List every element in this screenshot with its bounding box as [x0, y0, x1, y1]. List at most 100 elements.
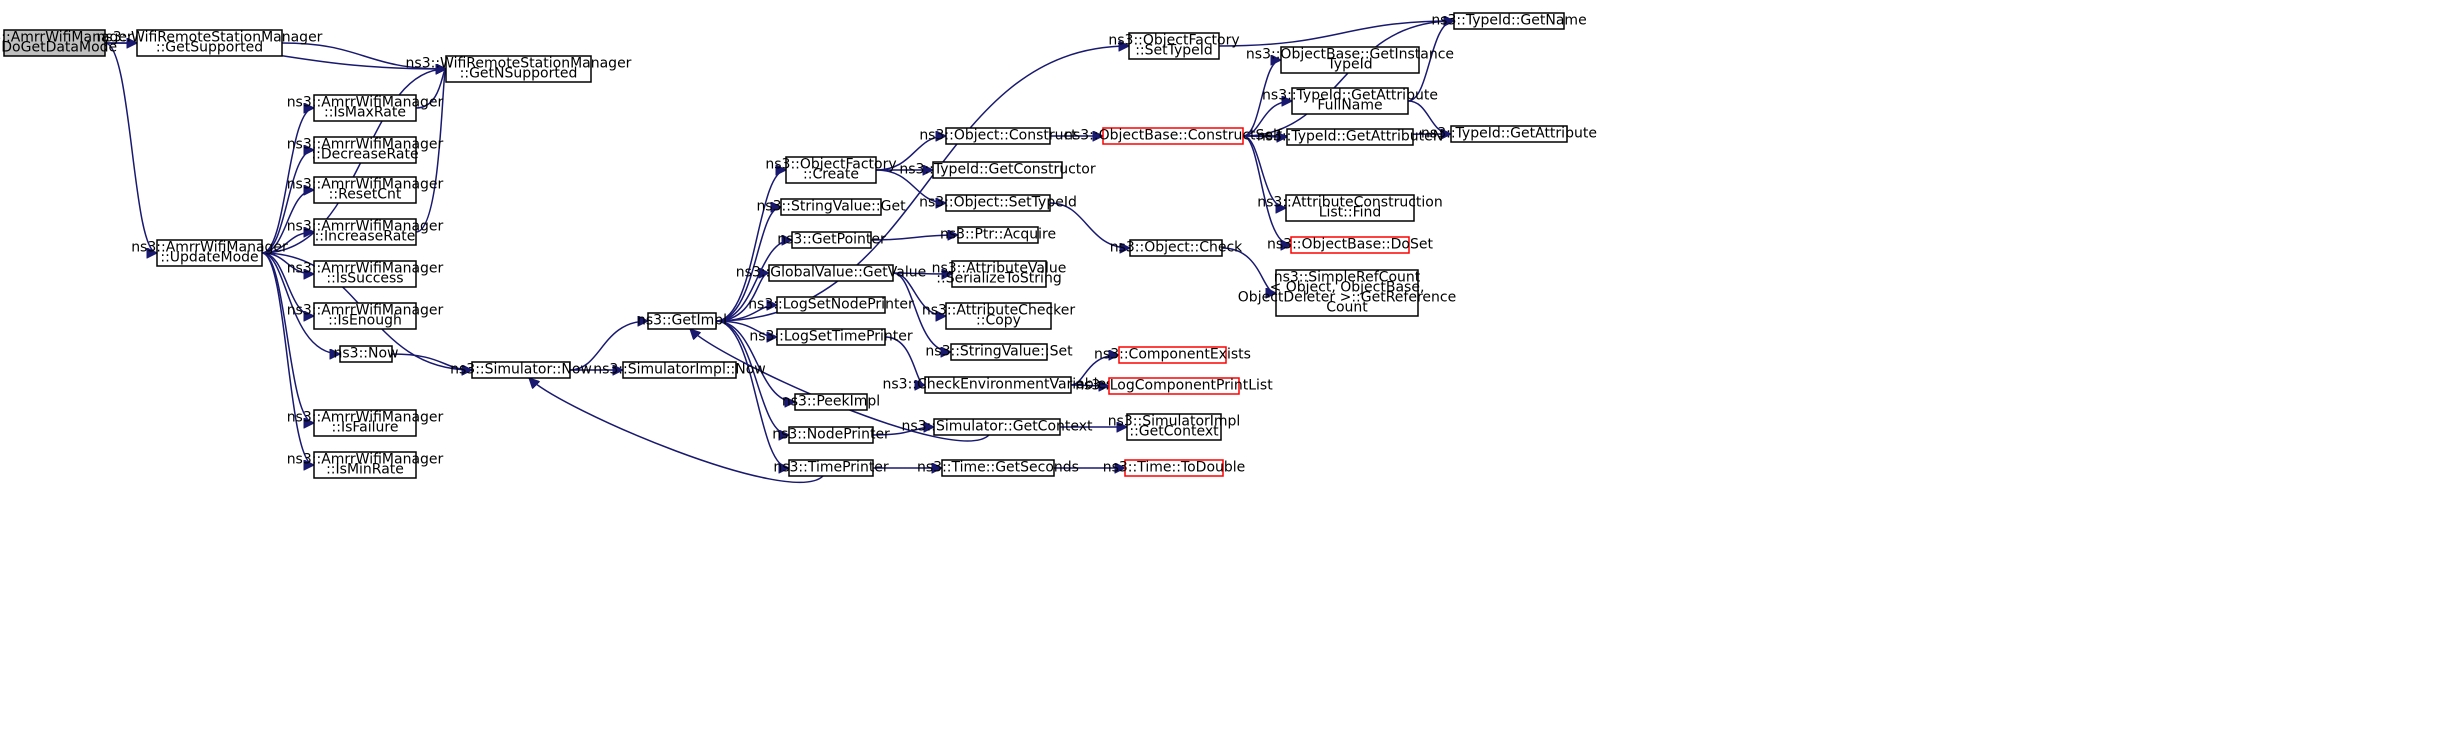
node-timetodouble[interactable]: ns3::Time::ToDouble	[1103, 459, 1246, 477]
node-objectcheck[interactable]: ns3::Object::Check	[1110, 239, 1243, 257]
node-box	[3, 29, 106, 57]
edge-checkenvvars-to-componentexists	[1070, 355, 1119, 386]
node-label: ns3::AttributeConstruction	[1257, 195, 1442, 211]
node-label: ns3::CheckEnvironmentVariables	[883, 377, 1114, 393]
node-label: ::IsEnough	[328, 313, 402, 329]
node-label: ns3::Object::Check	[1110, 240, 1243, 256]
node-label: ns3::AmrrWifiManager	[287, 452, 444, 468]
node-isenough[interactable]: ns3::AmrrWifiManager::IsEnough	[287, 302, 444, 330]
node-stringvalueset[interactable]: ns3::StringValue::Set	[925, 343, 1073, 361]
node-isminrate[interactable]: ns3::AmrrWifiManager::IsMinRate	[287, 451, 444, 479]
node-timeprinter[interactable]: ns3::TimePrinter	[773, 459, 889, 477]
node-dogetdatamode[interactable]: ns3::AmrrWifiManager::DoGetDataMode	[0, 29, 133, 57]
node-increaserate[interactable]: ns3::AmrrWifiManager::IncreaseRate	[287, 218, 444, 246]
node-label: ns3::AmrrWifiManager	[287, 177, 444, 193]
node-logcomponentprintlist[interactable]: ns3::LogComponentPrintList	[1075, 377, 1273, 395]
node-logsetnodeprinter[interactable]: ns3::LogSetNodePrinter	[748, 296, 914, 314]
node-box	[1280, 46, 1420, 74]
node-label: ns3::TypeId::GetName	[1431, 13, 1586, 29]
edge-timeprinter-to-simnow	[529, 378, 824, 483]
node-timegetseconds[interactable]: ns3::Time::GetSeconds	[917, 459, 1079, 477]
node-ofcreate[interactable]: ns3::ObjectFactory::Create	[765, 156, 897, 184]
node-label: ns3::GlobalValue::GetValue	[736, 265, 926, 281]
node-box	[776, 328, 886, 346]
node-resetcnt[interactable]: ns3::AmrrWifiManager::ResetCnt	[287, 176, 444, 204]
node-label: ::GetSupported	[156, 40, 263, 56]
node-peekimpl[interactable]: ns3::PeekImpl	[782, 393, 880, 411]
node-label: ns3::WifiRemoteStationManager	[406, 56, 632, 72]
node-getnsupported[interactable]: ns3::WifiRemoteStationManager::GetNSuppo…	[406, 55, 632, 83]
node-label: ns3::ObjectBase::GetInstance	[1246, 47, 1454, 63]
node-serializetostring[interactable]: ns3::AttributeValue::SerializeToString	[932, 260, 1067, 288]
node-box	[785, 156, 877, 184]
node-logsettimeprinter[interactable]: ns3::LogSetTimePrinter	[749, 328, 913, 346]
node-label: ns3::StringValue::Get	[756, 199, 906, 215]
node-simgetcontext[interactable]: ns3::Simulator::GetContext	[901, 418, 1093, 436]
edge-checkenvvars-to-logcomponentprintlist	[1070, 385, 1109, 386]
node-objectsettypeid[interactable]: ns3::Object::SetTypeId	[919, 194, 1077, 212]
node-label: < Object, ObjectBase,	[1270, 280, 1425, 296]
edge-getpointer-to-ptracquire	[870, 235, 958, 241]
node-label: ns3::Time::GetSeconds	[917, 460, 1079, 476]
node-label: ns3::AmrrWifiManager	[131, 240, 288, 256]
node-box	[313, 176, 417, 204]
node-simnow[interactable]: ns3::Simulator::Now	[450, 361, 592, 379]
node-ismaxrate[interactable]: ns3::AmrrWifiManager::IsMaxRate	[287, 94, 444, 122]
node-label: ns3::PeekImpl	[782, 394, 880, 410]
node-label: ns3::Time::ToDouble	[1103, 460, 1246, 476]
edge-constructself-to-getinstancetypeid	[1242, 60, 1282, 137]
node-box	[924, 376, 1072, 394]
node-typeidgetconstructor[interactable]: ns3::TypeId::GetConstructor	[899, 161, 1096, 179]
node-objectconstruct[interactable]: ns3::Object::Construct	[919, 127, 1077, 145]
node-label: ns3::TypeId::GetAttribute	[1421, 126, 1597, 142]
node-label: ::GetNSupported	[460, 66, 578, 82]
node-getpointer[interactable]: ns3::GetPointer	[777, 231, 886, 249]
node-ofsettypeid[interactable]: ns3::ObjectFactory::SetTypeId	[1108, 32, 1240, 60]
node-label: ::IsMaxRate	[324, 105, 406, 121]
node-label: ns3::ObjectFactory	[1108, 33, 1239, 49]
edge-getimpl-to-logsettimeprinter	[715, 320, 778, 337]
node-nodeprinter[interactable]: ns3::NodePrinter	[772, 426, 890, 444]
edge-constructself-to-typeidgetname	[1242, 21, 1454, 137]
node-componentexists[interactable]: ns3::ComponentExists	[1094, 346, 1251, 364]
node-box	[1285, 194, 1415, 222]
node-stringvalueget[interactable]: ns3::StringValue::Get	[756, 198, 906, 216]
node-label: ns3::AmrrWifiManager	[287, 95, 444, 111]
node-updatemode[interactable]: ns3::AmrrWifiManager::UpdateMode	[131, 239, 288, 267]
node-label: ns3::AmrrWifiManager	[287, 261, 444, 277]
node-ptracquire[interactable]: ns3::Ptr::Acquire	[940, 226, 1056, 244]
node-getattribute[interactable]: ns3::TypeId::GetAttribute	[1421, 125, 1597, 143]
node-label: ::IsSuccess	[326, 271, 403, 287]
node-label: ns3::TypeId::GetAttribute	[1262, 88, 1438, 104]
node-getattributen[interactable]: ns3::TypeId::GetAttributeN	[1257, 128, 1443, 146]
node-getreferencecount[interactable]: ns3::SimpleRefCount< Object, ObjectBase,…	[1238, 269, 1456, 317]
node-getsupported[interactable]: ns3::WifiRemoteStationManager::GetSuppor…	[97, 29, 323, 57]
edge-getimpl-to-logsetnodeprinter	[715, 305, 778, 322]
node-globalvaluegetvalue[interactable]: ns3::GlobalValue::GetValue	[736, 264, 926, 282]
node-box	[339, 345, 393, 363]
node-issuccess[interactable]: ns3::AmrrWifiManager::IsSuccess	[287, 260, 444, 288]
node-box	[313, 302, 417, 330]
node-label: ns3::AmrrWifiManager	[287, 303, 444, 319]
node-now[interactable]: ns3::Now	[334, 345, 399, 363]
node-simimplnow[interactable]: ns3::SimulatorImpl::Now	[593, 361, 766, 379]
edge-objectcheck-to-getreferencecount	[1221, 247, 1277, 293]
node-objectbasedoset[interactable]: ns3::ObjectBase::DoSet	[1267, 236, 1433, 254]
node-label: ns3::SimpleRefCount	[1274, 270, 1421, 286]
edge-getimpl-to-globalvaluegetvalue	[715, 273, 770, 322]
node-attrcheckercopy[interactable]: ns3::AttributeChecker::Copy	[922, 302, 1076, 330]
node-decreaserate[interactable]: ns3::AmrrWifiManager::DecreaseRate	[287, 136, 444, 164]
node-label: ns3::ObjectBase::ConstructSelf	[1064, 128, 1283, 144]
node-simimplgetcontext[interactable]: ns3::SimulatorImpl::GetContext	[1108, 413, 1241, 441]
node-box	[313, 451, 417, 479]
edge-increaserate-to-getnsupported	[415, 69, 447, 233]
node-typeidgetname[interactable]: ns3::TypeId::GetName	[1431, 12, 1587, 30]
node-isfailure[interactable]: ns3::AmrrWifiManager::IsFailure	[287, 409, 444, 437]
edge-updatemode-to-isminrate	[261, 252, 315, 465]
node-constructself[interactable]: ns3::ObjectBase::ConstructSelf	[1064, 127, 1283, 145]
node-getimpl[interactable]: ns3::GetImpl	[637, 312, 727, 330]
node-checkenvvars[interactable]: ns3::CheckEnvironmentVariables	[883, 376, 1114, 394]
